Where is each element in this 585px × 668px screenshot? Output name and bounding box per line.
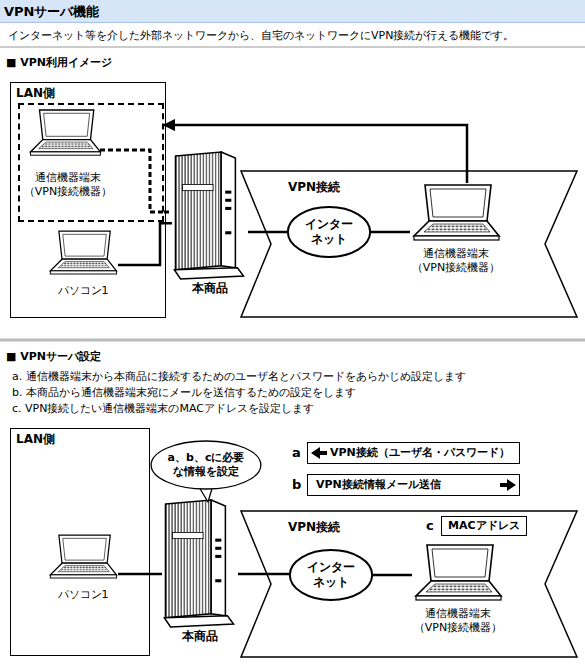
arrow-tag-box: aVPN接続（ユーザ名・パスワード） — [292, 442, 520, 464]
band-outline — [241, 511, 577, 657]
callout-letter: c — [426, 518, 441, 535]
router-device: 本商品 — [172, 150, 248, 297]
internet-ellipse — [290, 550, 372, 600]
info-box: MACアドレス — [441, 516, 527, 536]
direction-arrow — [311, 447, 327, 459]
router-illustration — [164, 500, 233, 627]
device-label: 本商品 — [172, 281, 248, 297]
laptop-illustration — [414, 185, 499, 240]
connector-line — [248, 231, 287, 234]
connector-line — [371, 231, 410, 234]
device-label: 通信機器端末 （VPN接続機器） — [22, 171, 114, 200]
device-label: パソコン1 — [48, 588, 118, 602]
callout-bubble: a、b、cに必要な情報を設定 — [150, 440, 262, 490]
connector-line — [164, 125, 467, 183]
connector-line — [238, 573, 289, 576]
internet-cloud: インター ネット — [287, 206, 371, 258]
title-bar — [0, 0, 585, 22]
device-label: 通信機器端末 （VPN接続機器） — [410, 247, 502, 276]
region-title: VPN接続 — [288, 180, 340, 196]
connector-line — [118, 223, 172, 265]
bubble-ellipse — [151, 441, 261, 489]
laptop-device: パソコン1 — [48, 228, 118, 298]
laptop-illustration — [50, 535, 116, 578]
internet-cloud: インター ネット — [289, 549, 373, 601]
internet-label: インター ネット — [298, 217, 360, 247]
region-title: LAN側 — [16, 432, 55, 448]
section-heading: ■ VPNサーバ設定 — [6, 349, 101, 364]
section-rule — [0, 339, 585, 342]
internet-ellipse — [288, 207, 370, 257]
section-rule — [0, 46, 585, 48]
lan-region: LAN側通信機器端末 （VPN接続機器） パソコン1 — [10, 82, 166, 318]
laptop-device: 通信機器端末 （VPN接続機器） — [412, 543, 504, 636]
page-title: VPNサーバ機能 — [4, 3, 99, 21]
router-device: 本商品 — [162, 498, 238, 645]
info-box: VPN接続（ユーザ名・パスワード） — [307, 442, 520, 464]
region-title: VPN接続 — [288, 520, 340, 536]
setting-note: c. VPN接続したい通信機器端末のMACアドレスを設定します — [12, 401, 314, 416]
direction-arrow — [311, 447, 327, 459]
title-rule — [0, 22, 585, 23]
laptop-illustration — [416, 545, 501, 600]
device-label: 本商品 — [162, 629, 238, 645]
intro-text: インターネット等を介した外部ネットワークから、自宅のネットワークにVPN接続が行… — [8, 28, 514, 43]
vpn-band: VPN接続 cMACアドレスインター ネット通信機器端末 （VPN接続機器） — [240, 510, 578, 658]
dashed-link — [100, 150, 164, 212]
setting-note: a. 通信機器端末から本商品に接続するためのユーザ名とパスワードをあらかじめ設定… — [12, 369, 466, 384]
device-label: パソコン1 — [48, 284, 118, 298]
laptop-illustration — [30, 110, 100, 155]
arrow-tag-box: cMACアドレス — [426, 516, 527, 536]
lan-region: LAN側パソコン1 — [10, 428, 150, 656]
internet-label: インター ネット — [300, 560, 362, 590]
setting-note: b. 本商品から通信機器端末宛にメールを送信するための設定をします — [12, 385, 356, 400]
arrow-tag-box: bVPN接続情報メール送信 — [292, 474, 520, 496]
connector-line — [373, 574, 412, 577]
dashed-device-box: 通信機器端末 （VPN接続機器） — [18, 103, 164, 222]
direction-arrow — [500, 479, 516, 491]
region-title: LAN側 — [16, 86, 55, 102]
section-heading: ■ VPN利用イメージ — [6, 55, 112, 70]
callout-letter: a — [292, 445, 307, 462]
callout-letter: b — [292, 477, 307, 494]
direction-arrow — [500, 479, 516, 491]
router-illustration — [174, 152, 243, 279]
connector-line — [118, 573, 162, 576]
device-label: 通信機器端末 （VPN接続機器） — [412, 607, 504, 636]
laptop-device: 通信機器端末 （VPN接続機器） — [410, 183, 502, 276]
laptop-illustration — [50, 231, 116, 274]
band-outline — [241, 171, 577, 317]
vpn-band: VPN接続インター ネット通信機器端末 （VPN接続機器） — [240, 170, 578, 318]
laptop-device: パソコン1 — [48, 532, 118, 602]
callout-text: a、b、cに必要な情報を設定 — [167, 451, 245, 479]
info-box: VPN接続情報メール送信 — [307, 474, 520, 496]
